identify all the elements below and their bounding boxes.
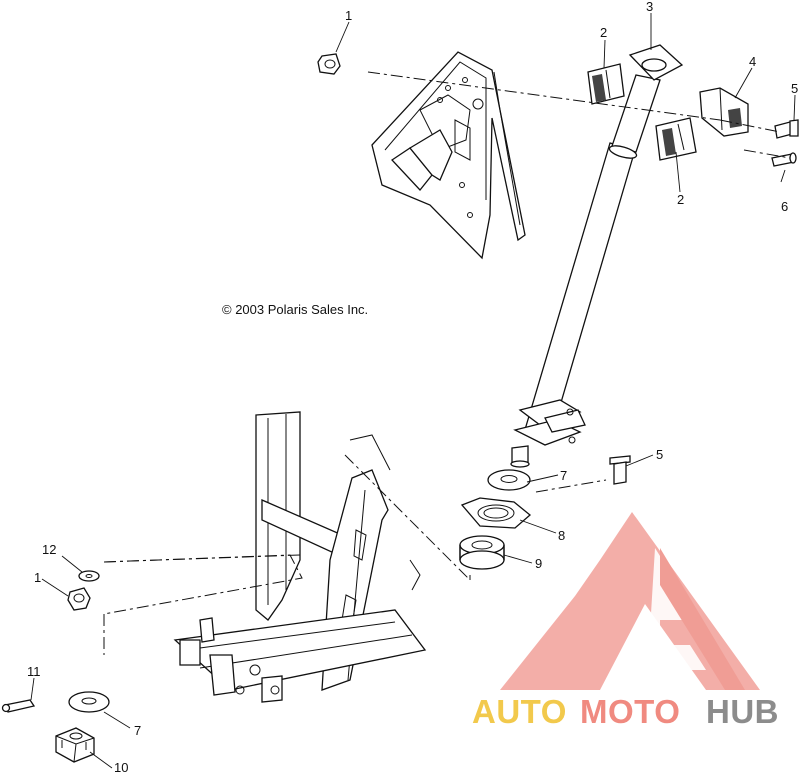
callout-8: 8: [558, 528, 565, 543]
watermark-text: AUTO MOTO HUB: [472, 693, 779, 730]
centerlines: [103, 71, 791, 655]
washer-mid: [487, 469, 531, 491]
callout-4: 4: [749, 54, 756, 69]
watermark-logo-icon: [500, 512, 760, 690]
watermark-hub: HUB: [706, 693, 779, 730]
bolt-mid: [609, 455, 631, 485]
cotter-pin: [1, 699, 36, 713]
castle-nut: [55, 727, 95, 763]
lower-frame: [173, 411, 427, 703]
callout-7-bottom: 7: [134, 723, 141, 738]
callout-2-top: 2: [600, 25, 607, 40]
bearing: [459, 535, 505, 570]
bearing-plate: [460, 497, 532, 529]
washer-small: [78, 570, 100, 582]
bushing-lower: [655, 117, 697, 161]
callout-5-top: 5: [791, 81, 798, 96]
clamp: [699, 87, 749, 137]
bolt-top: [774, 119, 799, 139]
callout-6: 6: [781, 199, 788, 214]
callout-labels: 1 2 3 4 5 6 2 5 7 8 9 12 1 11 7 10: [27, 0, 798, 774]
callout-9: 9: [535, 556, 542, 571]
nut-left: [67, 587, 91, 611]
callout-1-left: 1: [34, 570, 41, 585]
callout-11: 11: [27, 664, 41, 679]
nut-top: [317, 53, 341, 75]
callout-7-mid: 7: [560, 468, 567, 483]
steering-post: [510, 44, 684, 468]
washer-bottom: [68, 691, 110, 713]
watermark-auto: AUTO: [472, 693, 567, 730]
callout-5-mid: 5: [656, 447, 663, 462]
callout-2-bottom: 2: [677, 192, 684, 207]
leader-lines: [30, 13, 796, 769]
callout-1-top: 1: [345, 8, 352, 23]
callout-10: 10: [114, 760, 128, 774]
callout-12: 12: [42, 542, 56, 557]
copyright-notice: © 2003 Polaris Sales Inc.: [222, 302, 368, 317]
bushing-upper: [587, 63, 625, 105]
watermark-moto: MOTO: [580, 693, 680, 730]
callout-3: 3: [646, 0, 653, 14]
upper-frame-bracket: [371, 51, 526, 260]
pin: [771, 152, 797, 167]
